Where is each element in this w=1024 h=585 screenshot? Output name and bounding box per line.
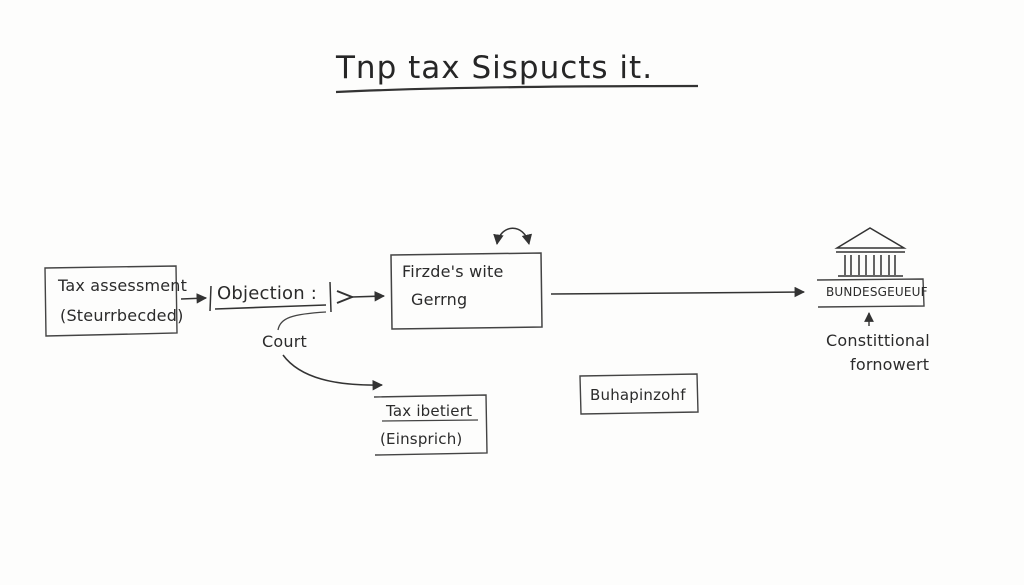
tax-ibetiert-underline bbox=[381, 419, 479, 422]
objection-label: Objection : bbox=[217, 283, 318, 304]
tax-assessment-line2: (Steurrbecded) bbox=[60, 306, 184, 325]
finance-court-box bbox=[390, 252, 543, 330]
objection-left-bracket bbox=[209, 285, 212, 312]
chevron-arrow bbox=[336, 290, 355, 304]
buhapinzohf-box bbox=[579, 373, 699, 415]
bundes-box bbox=[816, 278, 925, 308]
objection-underline bbox=[214, 304, 327, 310]
arrow-finance-bundes bbox=[550, 286, 806, 298]
tax-ibetiert-line2: (Einsprich) bbox=[380, 430, 463, 448]
tax-assessment-box bbox=[44, 265, 178, 337]
arrow-court-ibetiert bbox=[282, 354, 384, 391]
objection-right-bracket bbox=[329, 281, 332, 313]
constitutional-line2: fornowert bbox=[850, 355, 930, 374]
bank-building-icon bbox=[834, 227, 907, 277]
buhapinzohf-label: Buhapinzohf bbox=[590, 386, 686, 404]
arrow-assessment-objection bbox=[180, 293, 208, 304]
finance-court-line1: Firzde's wite bbox=[402, 262, 504, 281]
title-underline bbox=[335, 84, 699, 94]
court-label: Court bbox=[262, 332, 307, 351]
arrow-objection-court bbox=[351, 291, 386, 302]
bundesgeueuf-label: BUNDESGEUEUF bbox=[826, 285, 928, 299]
loop-arrow bbox=[493, 227, 533, 246]
court-hook bbox=[277, 311, 327, 331]
diagram-title: Tnp tax Sispucts it. bbox=[336, 50, 654, 86]
tax-ibetiert-line1: Tax ibetiert bbox=[386, 402, 473, 420]
tax-assessment-line1: Tax assessment bbox=[58, 276, 188, 295]
tax-ibetiert-box bbox=[373, 394, 488, 456]
finance-court-line2: Gerrng bbox=[411, 290, 468, 309]
constitutional-line1: Constittional bbox=[826, 331, 930, 350]
